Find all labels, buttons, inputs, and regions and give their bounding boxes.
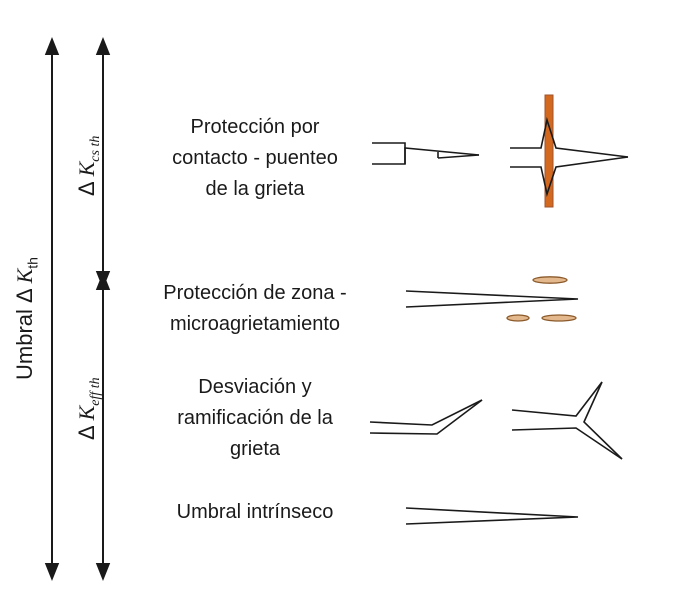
zone-microcracking-icon — [405, 276, 579, 322]
contact-bridged-crack-icon — [510, 94, 629, 208]
contact-shielding-label: Protección por contacto - puenteo de la … — [172, 116, 338, 200]
deflection-branching-label: Desviación y ramificación de la grieta — [177, 376, 333, 460]
intrinsic-threshold-label: Umbral intrínseco — [176, 501, 334, 523]
deflected-crack-icon — [369, 399, 483, 435]
zone-shielding-label: Protección de zona - microagrietamiento — [163, 282, 347, 335]
effective-threshold-label: Δ Keff th — [74, 377, 104, 440]
contact-wedge-crack-icon — [372, 142, 480, 165]
branched-crack-icon — [511, 381, 623, 460]
intrinsic-crack-icon — [405, 507, 579, 525]
contact-threshold-label: Δ Kcs th — [74, 135, 104, 196]
outer-threshold-label: Umbral Δ Kth — [12, 257, 41, 380]
